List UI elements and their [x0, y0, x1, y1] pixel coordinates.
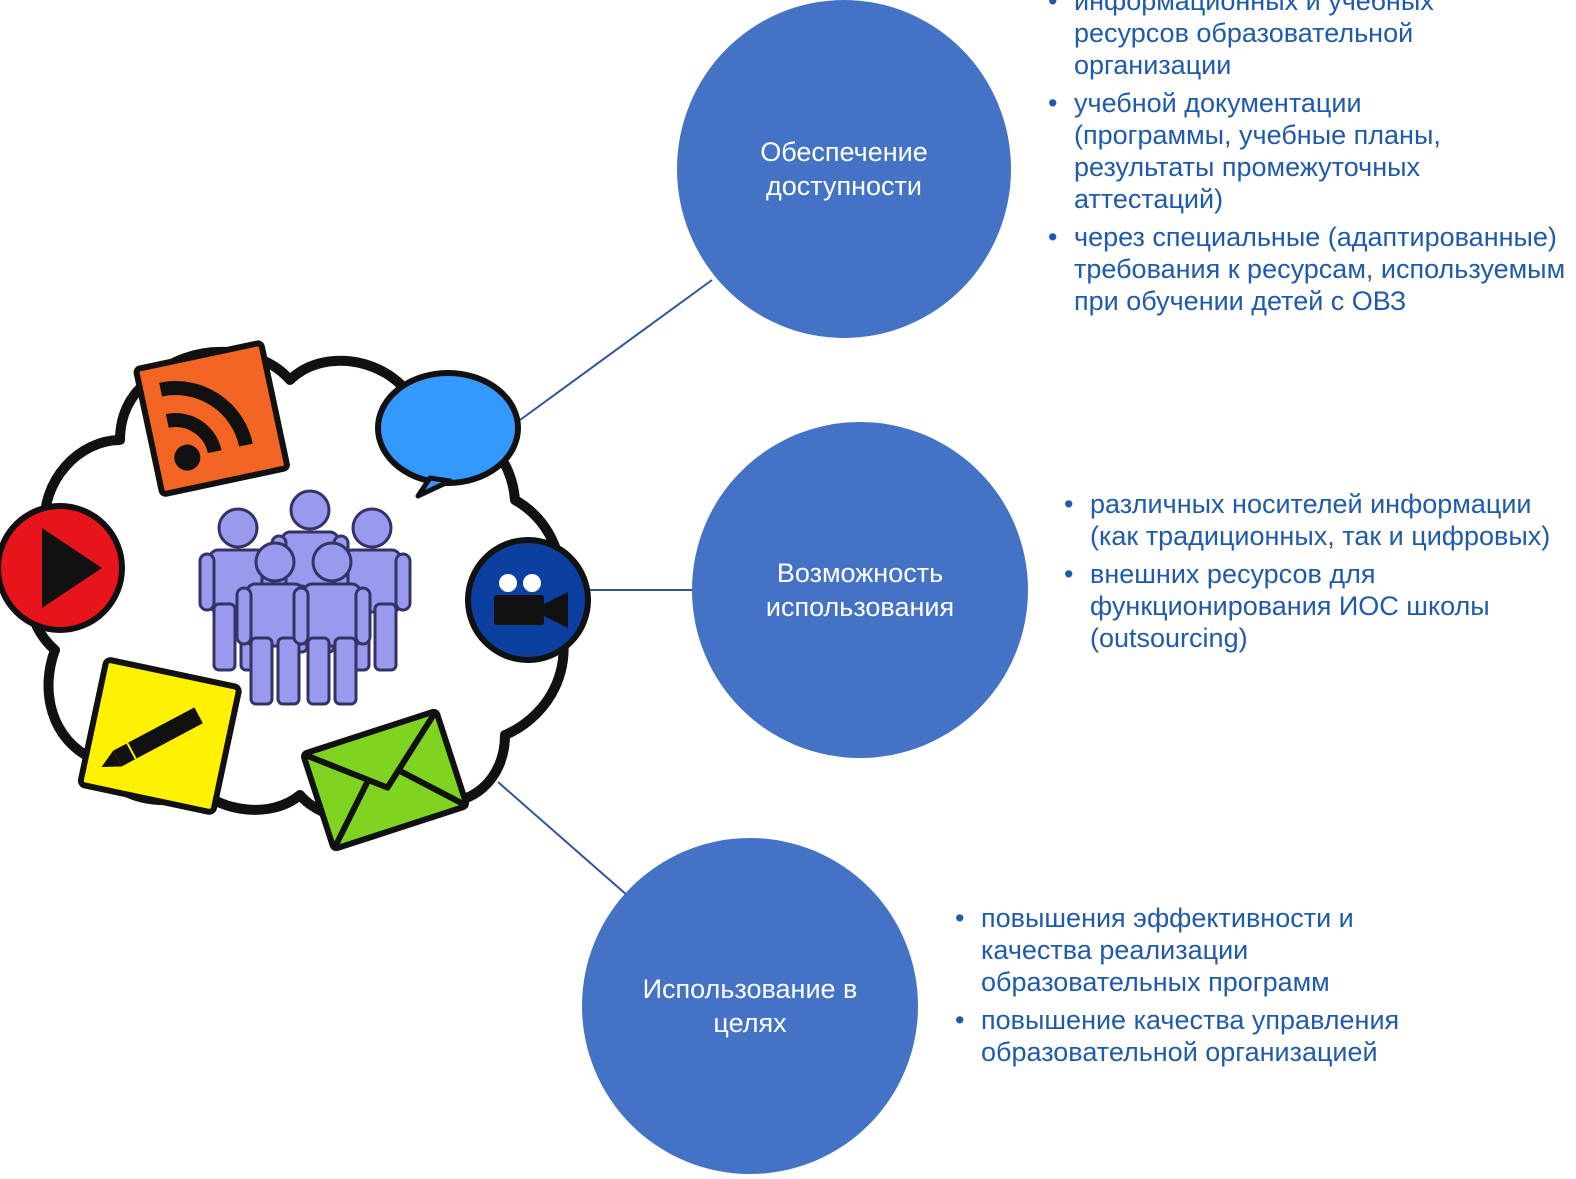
list-item: внешних ресурсов для функционирования ИО… — [1064, 558, 1570, 654]
node-possibility-list: различных носителей информации (как трад… — [1064, 488, 1569, 660]
play-icon — [0, 503, 125, 633]
node-purpose-circle: Использование в целях — [582, 838, 918, 1174]
envelope-icon — [301, 708, 469, 852]
list-item: повышения эффективности и качества реали… — [955, 902, 1421, 998]
node-possibility-circle: Возможность использования — [692, 422, 1028, 758]
connector-purpose — [497, 781, 629, 897]
list-item: различных носителей информации (как трад… — [1064, 488, 1570, 552]
node-possibility-title: Возможность использования — [765, 558, 955, 622]
connector-accessibility — [519, 279, 713, 421]
list-item: через специальные (адаптированные) требо… — [1048, 221, 1574, 317]
rss-icon — [133, 340, 290, 497]
node-purpose-title: Использование в целях — [642, 974, 858, 1038]
list-item: учебной документации (программы, учебные… — [1048, 87, 1514, 215]
pencil-note-icon — [77, 657, 242, 815]
list-item: повышение качества управления образовате… — [955, 1004, 1401, 1068]
list-item: информационных и учебных ресурсов образо… — [1048, 0, 1534, 81]
connector-lines — [497, 279, 713, 897]
node-purpose-list: повышения эффективности и качества реали… — [955, 902, 1435, 1074]
node-accessibility-circle: Обеспечение доступности — [677, 0, 1011, 338]
node-accessibility-list: информационных и учебных ресурсов образо… — [1048, 0, 1568, 323]
node-accessibility-title: Обеспечение доступности — [760, 137, 928, 201]
chat-bubble-icon — [375, 370, 521, 499]
video-camera-icon — [465, 537, 591, 663]
